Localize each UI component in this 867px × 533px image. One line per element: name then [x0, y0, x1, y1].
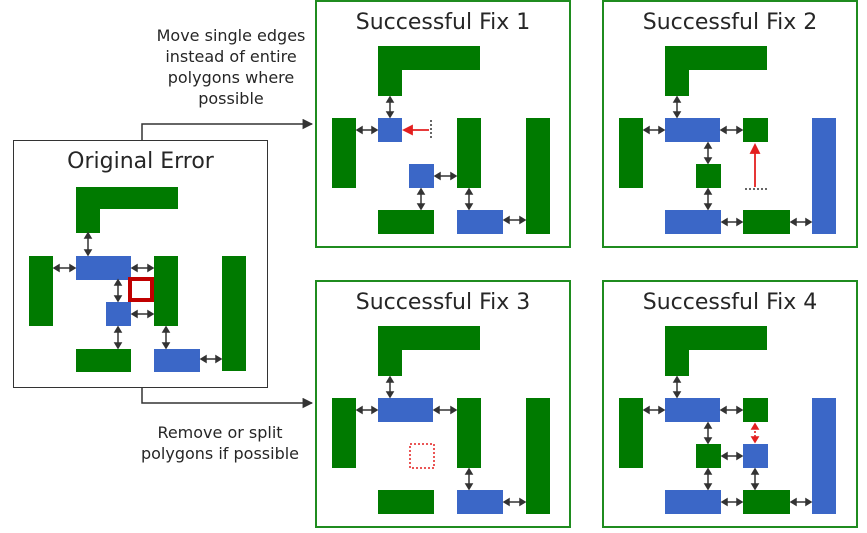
green-middle-bar — [154, 256, 178, 326]
blue-bottom-polygon — [154, 349, 200, 372]
spacing-arrows — [355, 375, 527, 507]
panel-title: Successful Fix 1 — [355, 10, 531, 35]
green-bottom-polygon — [743, 490, 790, 514]
green-bottom-bar — [378, 490, 434, 514]
layout-fix-1 — [332, 46, 550, 234]
green-left-bar — [332, 398, 356, 468]
blue-top-polygon — [76, 256, 131, 280]
green-middle-top-part — [743, 398, 768, 422]
blue-top-polygon — [665, 118, 720, 142]
green-left-bar — [332, 118, 356, 188]
blue-small-polygon — [106, 302, 131, 326]
panel-title: Successful Fix 4 — [642, 290, 818, 315]
green-small-polygon — [696, 444, 721, 468]
layout-original — [29, 187, 246, 372]
green-right-bar — [526, 398, 550, 514]
caption-remove-split: Remove or split polygons if possible — [140, 423, 300, 463]
blue-top-polygon — [665, 398, 720, 422]
red-split-arrow — [750, 422, 760, 444]
panel-title: Original Error — [67, 149, 214, 174]
green-l-polygon-horizontal — [665, 326, 767, 350]
spacing-arrows — [52, 231, 223, 364]
panel-original-error: Original Error — [13, 140, 268, 388]
green-bottom-bar — [76, 349, 131, 372]
panel-fix-1: Successful Fix 1 — [315, 0, 571, 248]
panel-fix-4: Successful Fix 4 — [602, 280, 858, 528]
green-right-bar — [222, 256, 246, 371]
green-left-bar — [619, 118, 643, 188]
blue-middle-split-part — [743, 444, 768, 468]
blue-top-polygon — [378, 398, 433, 422]
green-bottom-polygon — [743, 210, 790, 234]
blue-bottom-polygon — [457, 210, 503, 234]
connector-to-fix-1 — [141, 118, 314, 140]
panel-title: Successful Fix 3 — [355, 290, 531, 315]
red-arrow — [745, 142, 767, 190]
green-left-bar — [29, 256, 53, 326]
green-left-bar — [619, 398, 643, 468]
green-l-polygon-horizontal — [665, 46, 767, 70]
panel-fix-2: Successful Fix 2 — [602, 0, 858, 248]
green-l-polygon-horizontal — [378, 46, 480, 70]
red-arrow — [401, 120, 432, 140]
spacing-arrows — [642, 375, 813, 507]
layout-fix-3 — [332, 326, 550, 514]
green-middle-bar — [457, 398, 481, 468]
spacing-arrows — [642, 95, 813, 227]
removed-polygon-outline — [409, 443, 435, 469]
panel-fix-3: Successful Fix 3 — [315, 280, 571, 528]
blue-right-bar — [812, 398, 836, 514]
green-l-polygon-horizontal — [76, 187, 178, 209]
green-small-polygon — [696, 164, 721, 188]
caption-move-edges: Move single edges instead of entire poly… — [156, 26, 306, 108]
blue-bottom-left-polygon — [665, 490, 721, 514]
green-l-polygon-horizontal — [378, 326, 480, 350]
green-right-bar — [526, 118, 550, 234]
blue-bottom-polygon — [457, 490, 503, 514]
blue-top-polygon-shrunk — [378, 118, 402, 142]
error-marker — [128, 277, 154, 302]
green-middle-polygon-shrunk — [743, 118, 768, 142]
spacing-arrows — [355, 95, 527, 225]
green-bottom-bar — [378, 210, 434, 234]
layout-fix-4 — [619, 326, 836, 514]
connector-to-fix-3 — [141, 388, 314, 409]
layout-fix-2 — [619, 46, 836, 234]
green-middle-bar — [457, 118, 481, 188]
blue-small-polygon — [409, 164, 434, 188]
blue-right-bar — [812, 118, 836, 234]
blue-bottom-left-polygon — [665, 210, 721, 234]
panel-title: Successful Fix 2 — [642, 10, 818, 35]
